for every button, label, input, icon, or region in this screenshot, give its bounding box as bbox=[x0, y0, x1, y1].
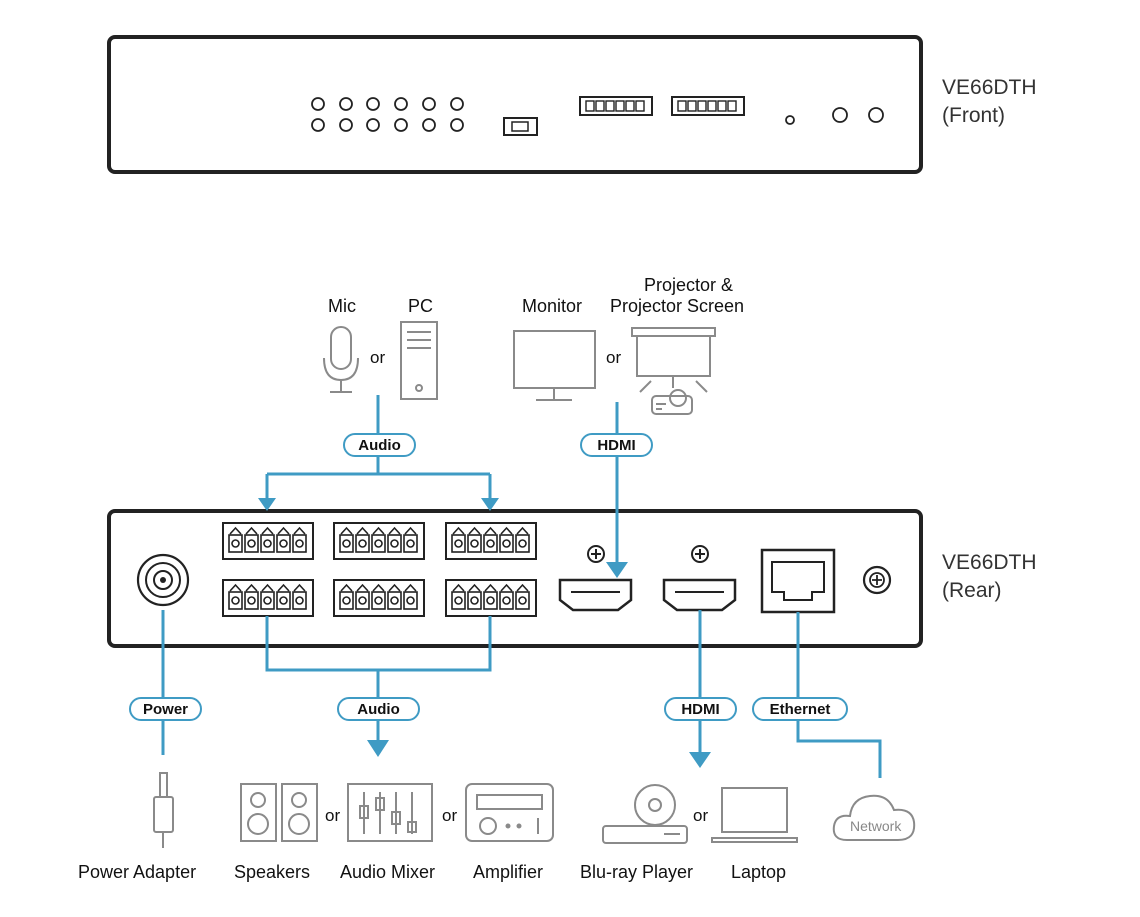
laptop-label: Laptop bbox=[731, 862, 787, 882]
amplifier-label: Amplifier bbox=[473, 862, 544, 882]
audio-terminal-5 bbox=[333, 579, 425, 617]
ethernet-connector-label: Ethernet bbox=[752, 697, 848, 721]
mic-icon bbox=[323, 326, 359, 393]
ground-screw bbox=[862, 565, 892, 595]
or-mic-pc: or bbox=[370, 348, 386, 367]
audio-mixer-icon bbox=[347, 783, 433, 842]
pc-label: PC bbox=[408, 296, 434, 316]
projector-label-line1: Projector & bbox=[644, 275, 734, 295]
mic-label: Mic bbox=[328, 296, 356, 316]
hdmi-port-in bbox=[558, 578, 633, 612]
front-switch bbox=[503, 117, 538, 136]
ethernet-port bbox=[760, 548, 836, 614]
projector-label-line2: Projector Screen bbox=[610, 296, 745, 316]
audio-out-connector-label: Audio bbox=[337, 697, 420, 721]
dip-switch-1 bbox=[579, 96, 653, 116]
or-mixer-amplifier: or bbox=[442, 806, 458, 825]
front-buttons bbox=[785, 107, 884, 125]
speakers-label: Speakers bbox=[234, 862, 311, 882]
dip-switch-2 bbox=[671, 96, 745, 116]
network-cloud-icon bbox=[832, 794, 916, 841]
rear-panel bbox=[107, 509, 923, 648]
bluray-player-label: Blu-ray Player bbox=[580, 862, 694, 882]
hdmi-in-connector-label: HDMI bbox=[580, 433, 653, 457]
front-panel bbox=[107, 35, 923, 174]
laptop-icon bbox=[711, 787, 798, 843]
audio-terminal-6 bbox=[445, 579, 537, 617]
monitor-icon bbox=[513, 330, 596, 401]
front-leds bbox=[311, 97, 464, 132]
audio-in-connector-label: Audio bbox=[343, 433, 416, 457]
power-connector-label: Power bbox=[129, 697, 202, 721]
power-adapter-icon bbox=[153, 772, 174, 848]
audio-terminal-4 bbox=[222, 579, 314, 617]
audio-terminal-2 bbox=[333, 522, 425, 560]
power-jack bbox=[136, 553, 190, 607]
rear-device-side: (Rear) bbox=[942, 579, 1002, 602]
network-label: Network bbox=[850, 818, 902, 834]
rear-device-model: VE66DTH bbox=[942, 551, 1037, 574]
or-speakers-mixer: or bbox=[325, 806, 341, 825]
amplifier-icon bbox=[465, 783, 554, 842]
front-device-side: (Front) bbox=[942, 104, 1005, 127]
audio-terminal-3 bbox=[445, 522, 537, 560]
front-device-model: VE66DTH bbox=[942, 76, 1037, 99]
monitor-label: Monitor bbox=[522, 296, 583, 316]
pc-tower-icon bbox=[400, 321, 438, 400]
or-bluray-laptop: or bbox=[693, 806, 709, 825]
connection-lines bbox=[161, 395, 882, 778]
hdmi-out-connector-label: HDMI bbox=[664, 697, 737, 721]
audio-mixer-label: Audio Mixer bbox=[340, 862, 436, 882]
hdmi-port-out bbox=[662, 578, 737, 612]
arrowheads bbox=[258, 498, 711, 768]
speakers-icon bbox=[240, 783, 318, 842]
audio-terminal-1 bbox=[222, 522, 314, 560]
projector-icon bbox=[631, 327, 716, 415]
or-monitor-projector: or bbox=[606, 348, 622, 367]
bluray-player-icon bbox=[602, 784, 688, 844]
power-adapter-label: Power Adapter bbox=[78, 862, 197, 882]
